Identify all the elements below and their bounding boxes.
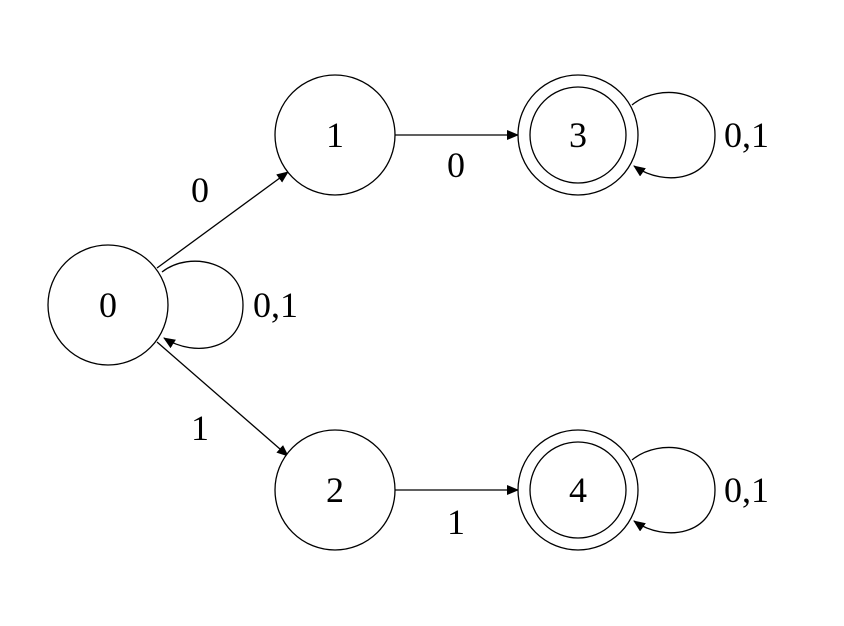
edge-0-2 — [156, 341, 289, 457]
edge-0-1 — [156, 171, 289, 269]
state-label: 0 — [99, 285, 117, 325]
state-label: 4 — [569, 470, 587, 510]
state-label: 1 — [326, 115, 344, 155]
state-4-accepting: 4 — [517, 429, 639, 551]
edge-label-2-4: 1 — [447, 502, 465, 542]
state-2: 2 — [274, 429, 396, 551]
self-loop-4 — [631, 446, 716, 534]
self-loop-0 — [161, 260, 244, 349]
state-3-accepting: 3 — [517, 74, 639, 196]
edge-label-0-2: 1 — [191, 408, 209, 448]
loop-label-4: 0,1 — [724, 470, 769, 510]
state-label: 2 — [326, 470, 344, 510]
state-label: 3 — [569, 115, 587, 155]
state-0: 0 — [47, 244, 169, 366]
edge-label-1-3: 0 — [447, 145, 465, 185]
loop-label-3: 0,1 — [724, 115, 769, 155]
self-loop-3 — [631, 91, 716, 179]
edge-label-0-1: 0 — [191, 170, 209, 210]
loop-label-0: 0,1 — [253, 285, 298, 325]
state-1: 1 — [274, 74, 396, 196]
